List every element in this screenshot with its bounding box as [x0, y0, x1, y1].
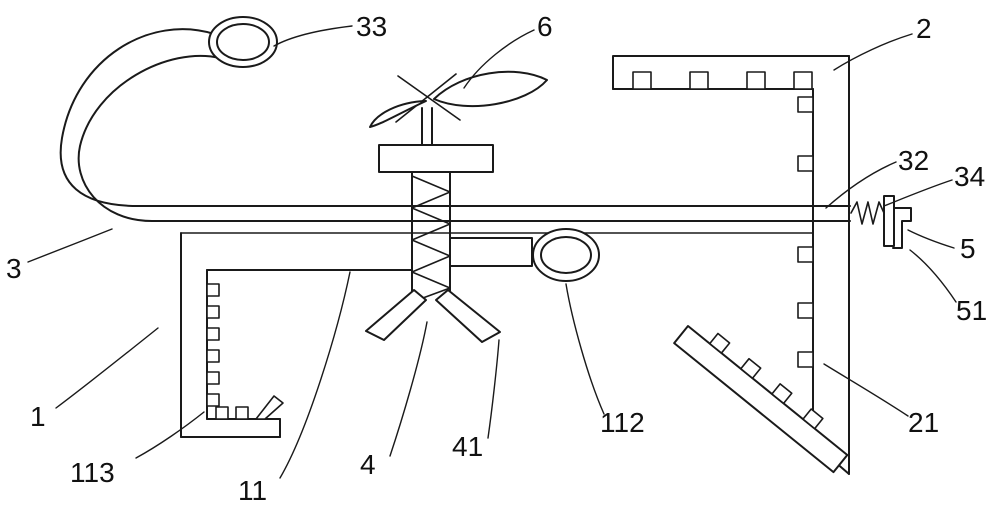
- leader-33: [273, 25, 353, 47]
- leader-lines: [27, 25, 957, 479]
- end-mechanism: [850, 195, 912, 249]
- leader-21: [823, 363, 909, 417]
- label-1: 1: [30, 401, 46, 432]
- label-33: 33: [356, 11, 387, 42]
- label-34: 34: [954, 161, 985, 192]
- label-2: 2: [916, 13, 932, 44]
- leader-2: [833, 33, 913, 71]
- support-legs-part-41: [365, 289, 501, 343]
- leader-5: [907, 229, 955, 249]
- label-4: 4: [360, 449, 376, 480]
- right-frame-part-2: [612, 55, 850, 475]
- part-labels: 33 6 2 32 34 5 51 3 1 113 11 4 41 112 21: [6, 11, 987, 506]
- left-bracket-part-113: [180, 232, 413, 438]
- label-112: 112: [600, 407, 645, 438]
- bracket-rack-teeth: [206, 283, 220, 407]
- side-rack-teeth: [797, 96, 814, 368]
- label-5: 5: [960, 233, 976, 264]
- label-41: 41: [452, 431, 483, 462]
- foot-teeth: [215, 395, 284, 420]
- diagonal-rack-part-21: [673, 325, 849, 474]
- motor-housing: [378, 144, 494, 173]
- leader-51: [909, 249, 957, 303]
- leader-32: [825, 161, 897, 209]
- leader-113: [135, 411, 205, 459]
- label-51: 51: [956, 295, 987, 326]
- diagonal-rack-teeth: [708, 332, 824, 430]
- end-plate-part-32: [883, 195, 895, 247]
- threaded-rod-part-4: [411, 171, 451, 303]
- leader-11: [279, 271, 351, 479]
- leader-3: [27, 228, 113, 263]
- latch-part-5: [892, 207, 912, 249]
- top-rack-teeth: [632, 71, 813, 90]
- curved-tube-part-3: [59, 28, 851, 234]
- roller-part-112: [449, 228, 600, 282]
- leader-4: [389, 321, 428, 457]
- inner-frame-part-11: [206, 269, 413, 420]
- spring-part-34: [850, 201, 885, 225]
- roller-arm: [449, 237, 533, 267]
- drive-shaft: [421, 107, 433, 146]
- leader-6: [463, 29, 535, 89]
- propeller-part-6: [369, 70, 548, 146]
- label-11: 11: [238, 475, 267, 506]
- ring-part-33: [208, 16, 278, 68]
- leader-1: [55, 327, 159, 409]
- leader-34: [883, 179, 953, 207]
- label-21: 21: [908, 407, 939, 438]
- label-3: 3: [6, 253, 22, 284]
- label-32: 32: [898, 145, 929, 176]
- leader-112: [565, 283, 605, 415]
- label-113: 113: [70, 457, 115, 488]
- label-6: 6: [537, 11, 553, 42]
- leader-41: [487, 339, 500, 439]
